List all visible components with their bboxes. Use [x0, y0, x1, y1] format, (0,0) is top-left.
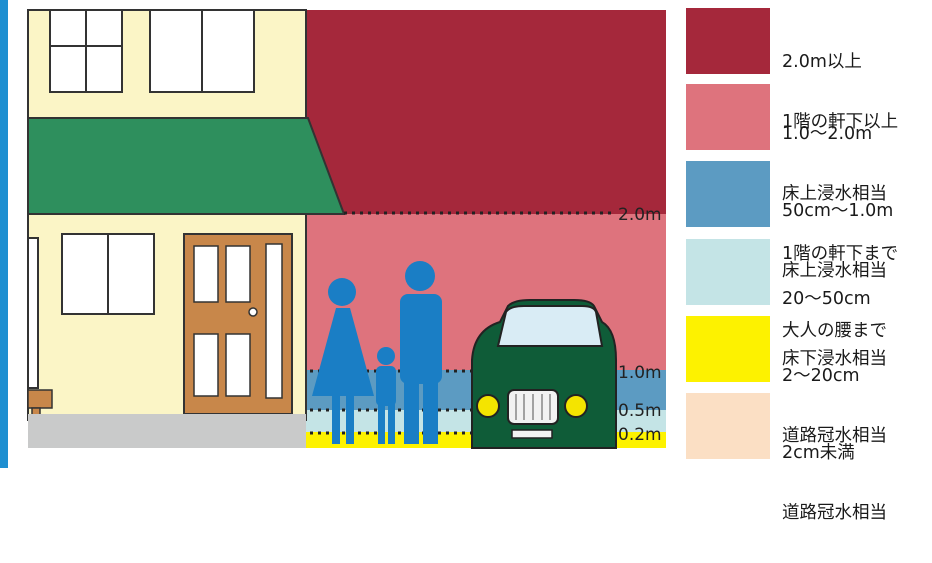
green-awning — [28, 118, 344, 214]
legend-text: 50cm～1.0m — [782, 201, 893, 221]
legend-item-over-2m: 2.0m以上 1階の軒下以上 — [686, 8, 926, 74]
lower-window — [62, 234, 154, 314]
front-door — [184, 234, 292, 414]
depth-label-1m: 1.0m — [618, 363, 662, 383]
legend-swatch — [686, 316, 770, 382]
legend-swatch — [686, 161, 770, 227]
side-bench — [28, 390, 52, 408]
legend-swatch — [686, 84, 770, 150]
headlight-right — [565, 395, 587, 417]
upper-window-left — [50, 10, 122, 92]
legend-item-under-2cm: 2cm未満 道路冠水相当 — [686, 393, 926, 459]
legend-text: 2.0m以上 — [782, 52, 898, 72]
headlight-left — [477, 395, 499, 417]
ground — [28, 414, 306, 448]
legend-item-2cm-20cm: 2～20cm 道路冠水相当 — [686, 316, 926, 382]
depth-label-02m: 0.2m — [618, 425, 662, 445]
legend-text: 20～50cm — [782, 289, 887, 309]
legend-swatch — [686, 8, 770, 74]
legend-text: 道路冠水相当 — [782, 503, 887, 523]
legend-item-20cm-50cm: 20～50cm 床下浸水相当 — [686, 239, 926, 305]
legend-text: 2cm未満 — [782, 443, 887, 463]
house — [28, 10, 344, 446]
legend-swatch — [686, 393, 770, 459]
depth-label-05m: 0.5m — [618, 401, 662, 421]
left-border — [0, 0, 8, 468]
upper-window-right — [150, 10, 254, 92]
legend-swatch — [686, 239, 770, 305]
legend-item-50cm-1m: 50cm～1.0m 床上浸水相当 大人の腰まで — [686, 161, 926, 227]
legend-text: 1.0～2.0m — [782, 124, 898, 144]
legend-item-1m-2m: 1.0～2.0m 床上浸水相当 1階の軒下まで — [686, 84, 926, 150]
depth-label-2m: 2.0m — [618, 205, 662, 225]
legend-text: 2～20cm — [782, 366, 887, 386]
zone-over-2m — [306, 10, 666, 214]
